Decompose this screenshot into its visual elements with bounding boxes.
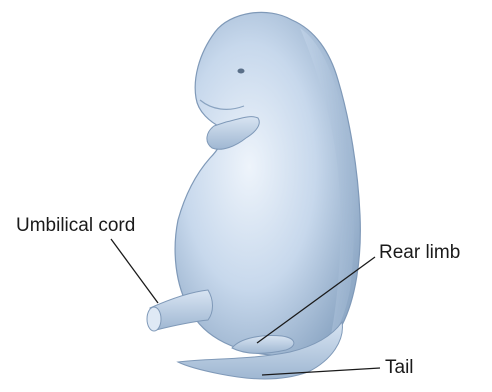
umbilical-cord-leader xyxy=(111,239,158,303)
umbilical-cord-end xyxy=(147,307,161,331)
umbilical-cord-label: Umbilical cord xyxy=(16,216,135,235)
eye xyxy=(238,69,245,74)
rear-limb-label: Rear limb xyxy=(379,243,460,262)
tail-label: Tail xyxy=(385,358,414,377)
